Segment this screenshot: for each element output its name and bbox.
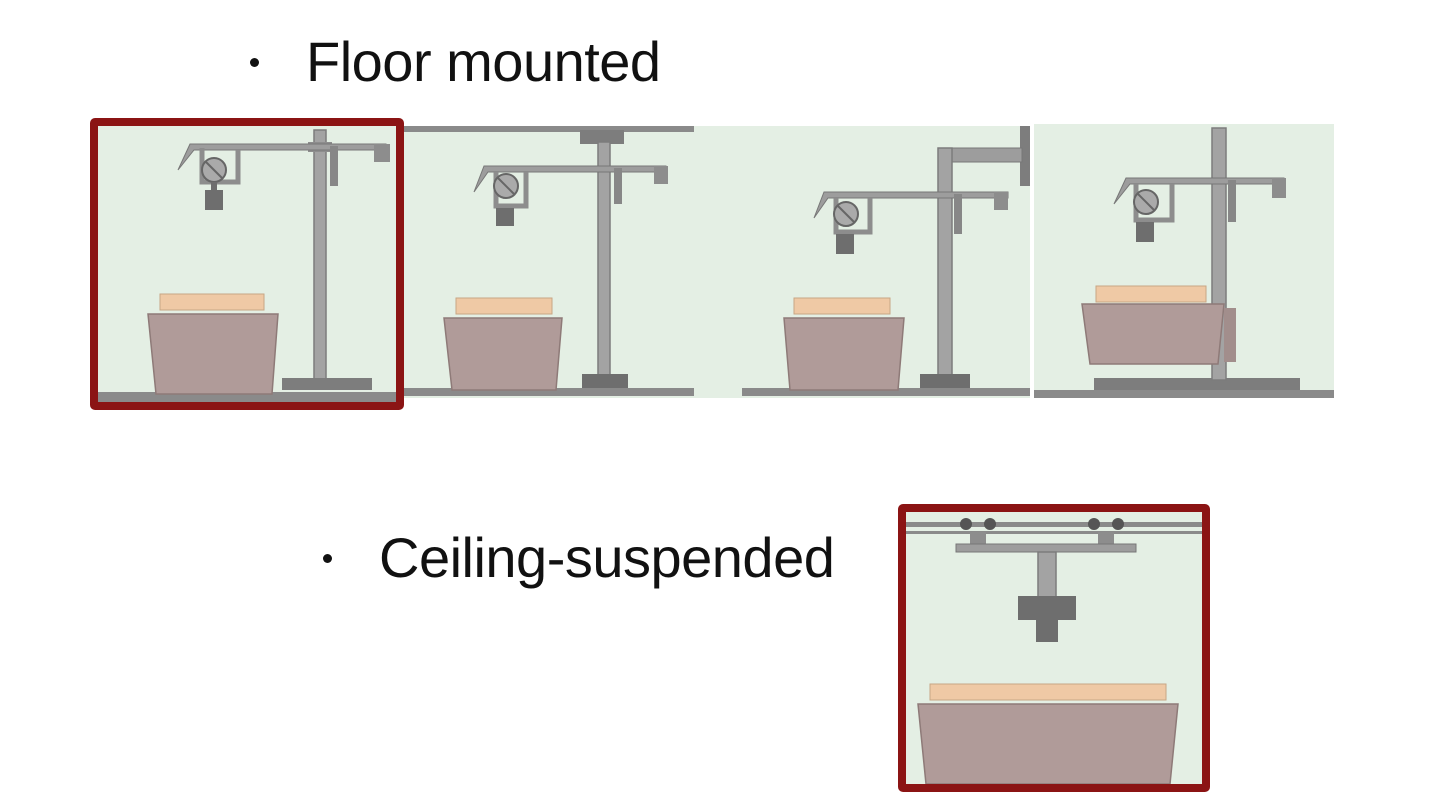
bullet-icon bbox=[250, 57, 259, 67]
floor-stand-illustration bbox=[1034, 127, 1334, 398]
ceiling-suspended-heading: Ceiling-suspended bbox=[323, 526, 835, 589]
ceiling-stand-illustration bbox=[906, 518, 1202, 784]
floor-mounted-heading: Floor mounted bbox=[250, 34, 661, 90]
floor-stand-illustration bbox=[404, 126, 694, 396]
floor-stand-illustration bbox=[742, 126, 1030, 396]
diagram-floor-mounted-3 bbox=[694, 126, 1030, 398]
diagram-floor-mounted-2 bbox=[404, 126, 694, 398]
bullet-icon bbox=[323, 553, 332, 563]
diagram-floor-mounted-1 bbox=[98, 126, 398, 402]
floor-stand-illustration bbox=[98, 129, 398, 402]
diagram-floor-mounted-4 bbox=[1034, 124, 1334, 398]
floor-mounted-label: Floor mounted bbox=[306, 30, 661, 93]
diagram-ceiling-suspended bbox=[906, 512, 1202, 784]
ceiling-suspended-label: Ceiling-suspended bbox=[379, 526, 835, 589]
